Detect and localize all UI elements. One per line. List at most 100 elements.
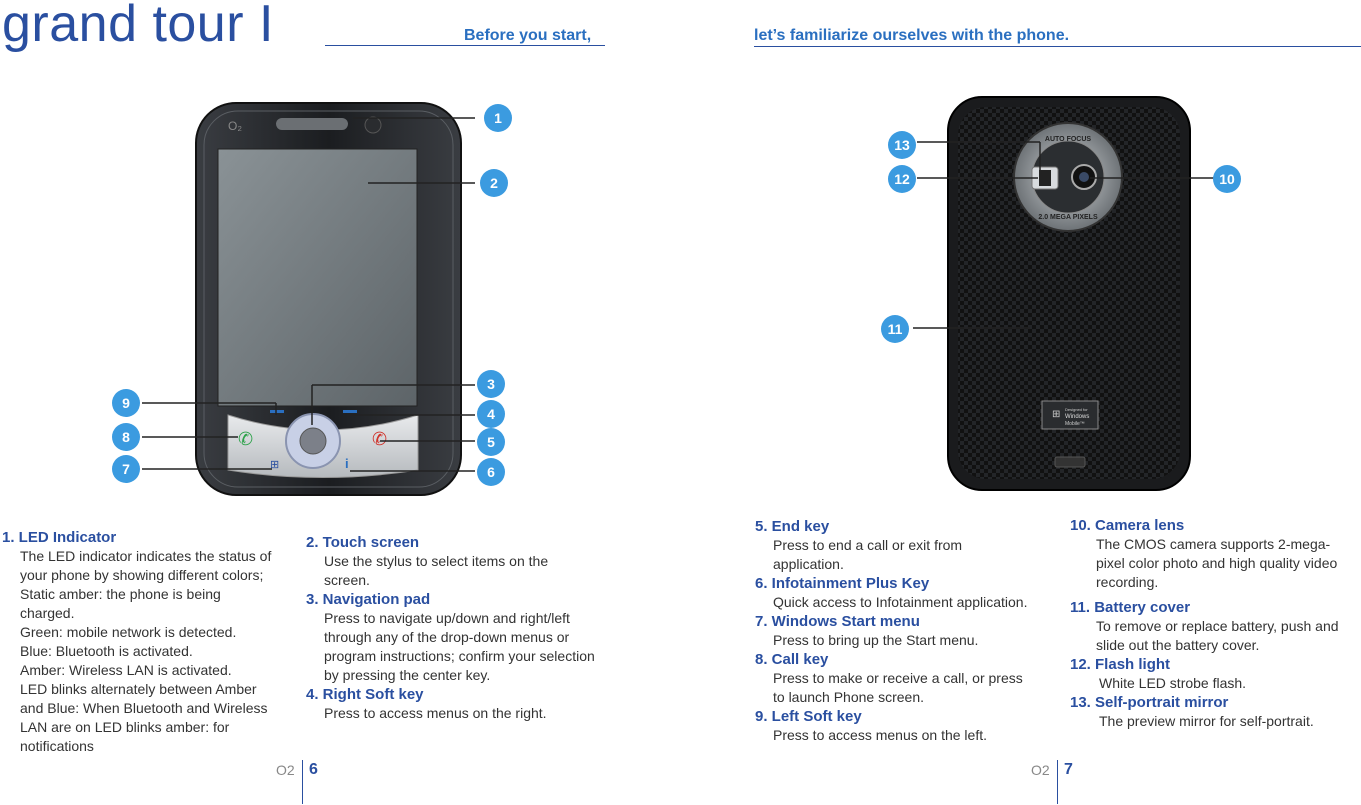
item-title: 2. Touch screen <box>306 534 420 551</box>
item-line: charged. <box>20 605 75 621</box>
item-line: LAN are on LED blinks amber: for <box>20 719 230 735</box>
item-line: Press to navigate up/down and right/left <box>324 610 570 626</box>
item-line: Static amber: the phone is being <box>20 586 221 602</box>
svg-text:7: 7 <box>122 461 130 477</box>
callout-badge-3: 3 <box>477 370 505 398</box>
svg-text:5: 5 <box>487 434 495 450</box>
windows-start-icon: ⊞ <box>270 459 279 471</box>
item-title: 3. Navigation pad <box>306 591 431 608</box>
wm-logo-line1: Designed for <box>1065 407 1088 412</box>
svg-text:10: 10 <box>1219 171 1235 187</box>
svg-text:11: 11 <box>888 321 903 337</box>
item-line: Press to make or receive a call, or pres… <box>773 670 1023 686</box>
item-line: application. <box>773 556 844 572</box>
front-callouts: 1 2 3 4 5 6 9 8 7 <box>112 104 512 486</box>
item-title: 12. Flash light <box>1070 656 1171 673</box>
camera-bottom-text: 2.0 MEGA PIXELS <box>1038 214 1098 221</box>
item-line: The CMOS camera supports 2-mega- <box>1096 536 1331 552</box>
item-title: 13. Self-portrait mirror <box>1070 694 1229 711</box>
item-title: 10. Camera lens <box>1070 517 1185 534</box>
svg-text:8: 8 <box>122 429 130 445</box>
item-title: 8. Call key <box>755 651 829 668</box>
callout-badge-9: 9 <box>112 389 140 417</box>
item-line: your phone by showing different colors; <box>20 567 264 583</box>
item-infotainment-key: 6. Infotainment Plus Key Quick access to… <box>755 574 1050 612</box>
item-title: 9. Left Soft key <box>755 708 862 725</box>
column-3: 5. End key Press to end a call or exit f… <box>755 517 1050 745</box>
item-line: notifications <box>20 738 94 754</box>
item-line: The LED indicator indicates the status o… <box>20 548 272 564</box>
column-4: 10. Camera lens The CMOS camera supports… <box>1070 516 1360 731</box>
wm-logo-line3: Mobile™ <box>1065 421 1085 427</box>
svg-text:1: 1 <box>494 110 502 126</box>
item-line: Press to access menus on the right. <box>324 705 547 721</box>
item-line: by pressing the center key. <box>324 667 491 683</box>
footer-divider-right <box>1057 760 1058 804</box>
item-line: program instructions; confirm your selec… <box>324 648 595 664</box>
item-line: pixel color photo and high quality video <box>1096 555 1338 571</box>
callout-badge-12: 12 <box>888 165 916 193</box>
infotainment-icon: i <box>345 456 349 471</box>
call-key-icon: ✆ <box>238 429 253 449</box>
item-navigation-pad: 3. Navigation pad Press to navigate up/d… <box>306 590 616 685</box>
footer-brand-left: O2 <box>276 762 295 778</box>
o2-logo: O₂ <box>228 119 242 133</box>
item-line: Amber: Wireless LAN is activated. <box>20 662 232 678</box>
callout-badge-4: 4 <box>477 400 505 428</box>
item-title: 1. LED Indicator <box>2 529 117 546</box>
item-right-soft-key: 4. Right Soft key Press to access menus … <box>306 685 616 723</box>
svg-text:9: 9 <box>122 395 130 411</box>
item-flash-light: 12. Flash light White LED strobe flash. <box>1070 655 1360 693</box>
item-line: The preview mirror for self-portrait. <box>1099 713 1314 729</box>
column-2: 2. Touch screen Use the stylus to select… <box>306 533 616 723</box>
item-line: Press to access menus on the left. <box>773 727 987 743</box>
item-line: Press to bring up the Start menu. <box>773 632 979 648</box>
right-header: let’s familiarize ourselves with the pho… <box>754 27 1070 44</box>
page-number-right: 7 <box>1064 761 1073 778</box>
item-line: recording. <box>1096 574 1159 590</box>
header-rule-left <box>325 45 605 46</box>
back-callouts: 13 12 10 11 <box>881 131 1241 343</box>
svg-text:4: 4 <box>487 406 495 422</box>
svg-text:3: 3 <box>487 376 495 392</box>
item-title: 7. Windows Start menu <box>755 613 920 630</box>
item-title: 4. Right Soft key <box>306 686 424 703</box>
camera-top-text: AUTO FOCUS <box>1045 136 1091 143</box>
page-title: grand tour I <box>2 0 274 53</box>
column-1: 1. LED Indicator The LED indicator indic… <box>2 528 292 756</box>
wm-logo-line2: Windows <box>1065 414 1089 420</box>
item-line: Use the stylus to select items on the <box>324 553 549 569</box>
page-number-left: 6 <box>309 761 318 778</box>
callout-badge-8: 8 <box>112 423 140 451</box>
item-line: and Blue: When Bluetooth and Wireless <box>20 700 268 716</box>
end-key-icon: ✆ <box>372 429 387 449</box>
item-led-indicator: 1. LED Indicator The LED indicator indic… <box>2 528 292 756</box>
item-line: Quick access to Infotainment application… <box>773 594 1028 610</box>
item-line: Blue: Bluetooth is activated. <box>20 643 193 659</box>
item-camera-lens: 10. Camera lens The CMOS camera supports… <box>1070 516 1360 592</box>
item-line: to launch Phone screen. <box>773 689 924 705</box>
left-header: Before you start, <box>464 27 592 44</box>
footer-divider-left <box>302 760 303 804</box>
callout-badge-6: 6 <box>477 458 505 486</box>
item-line: Green: mobile network is detected. <box>20 624 237 640</box>
callout-badge-7: 7 <box>112 455 140 483</box>
callout-badge-11: 11 <box>881 315 909 343</box>
callout-badge-13: 13 <box>888 131 916 159</box>
phone-front-illustration: O₂ ✆ ✆ ⊞ i <box>142 102 475 496</box>
footer-brand-right: O2 <box>1031 762 1050 778</box>
callout-badge-2: 2 <box>480 169 508 197</box>
windows-logo-icon: ⊞ <box>1052 409 1060 420</box>
item-windows-start: 7. Windows Start menu Press to bring up … <box>755 612 1050 650</box>
item-line: Press to end a call or exit from <box>773 537 963 553</box>
item-line: through any of the drop-down menus or <box>324 629 570 645</box>
item-end-key: 5. End key Press to end a call or exit f… <box>755 517 1050 574</box>
callout-badge-10: 10 <box>1213 165 1241 193</box>
item-title: 5. End key <box>755 518 830 535</box>
callout-badge-1: 1 <box>484 104 512 132</box>
item-line: LED blinks alternately between Amber <box>20 681 257 697</box>
phone-back-illustration: AUTO FOCUS 2.0 MEGA PIXELS ⊞ Designed fo… <box>913 96 1215 491</box>
item-title: 11. Battery cover <box>1070 599 1191 616</box>
svg-text:2: 2 <box>490 175 498 191</box>
item-title: 6. Infotainment Plus Key <box>755 575 930 592</box>
